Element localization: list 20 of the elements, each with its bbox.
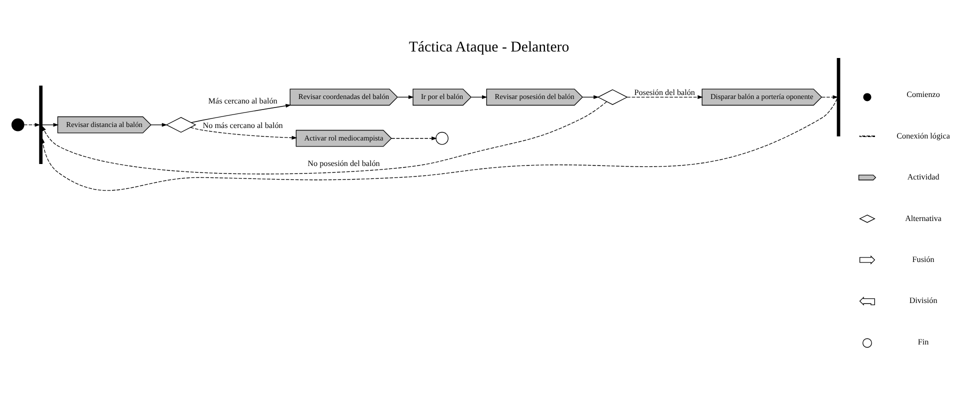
node-diamond [597, 88, 628, 104]
node-bar [39, 85, 43, 164]
node-diamond [166, 116, 196, 132]
arrow [190, 126, 298, 140]
arrow [150, 122, 168, 126]
arrow [582, 94, 599, 99]
diagram-title: Táctica Ataque - Delantero [408, 38, 570, 55]
arrow [24, 122, 40, 126]
arrow [471, 94, 488, 99]
arrow [821, 94, 838, 99]
arrow [42, 100, 607, 174]
node-circle [11, 118, 24, 131]
arrow [190, 103, 292, 122]
arrow [626, 94, 704, 99]
node-bar [836, 57, 840, 136]
arrow [397, 94, 414, 99]
arrow [391, 136, 437, 140]
node-circle [436, 131, 448, 144]
arrow [40, 98, 838, 190]
arrow [42, 122, 59, 126]
